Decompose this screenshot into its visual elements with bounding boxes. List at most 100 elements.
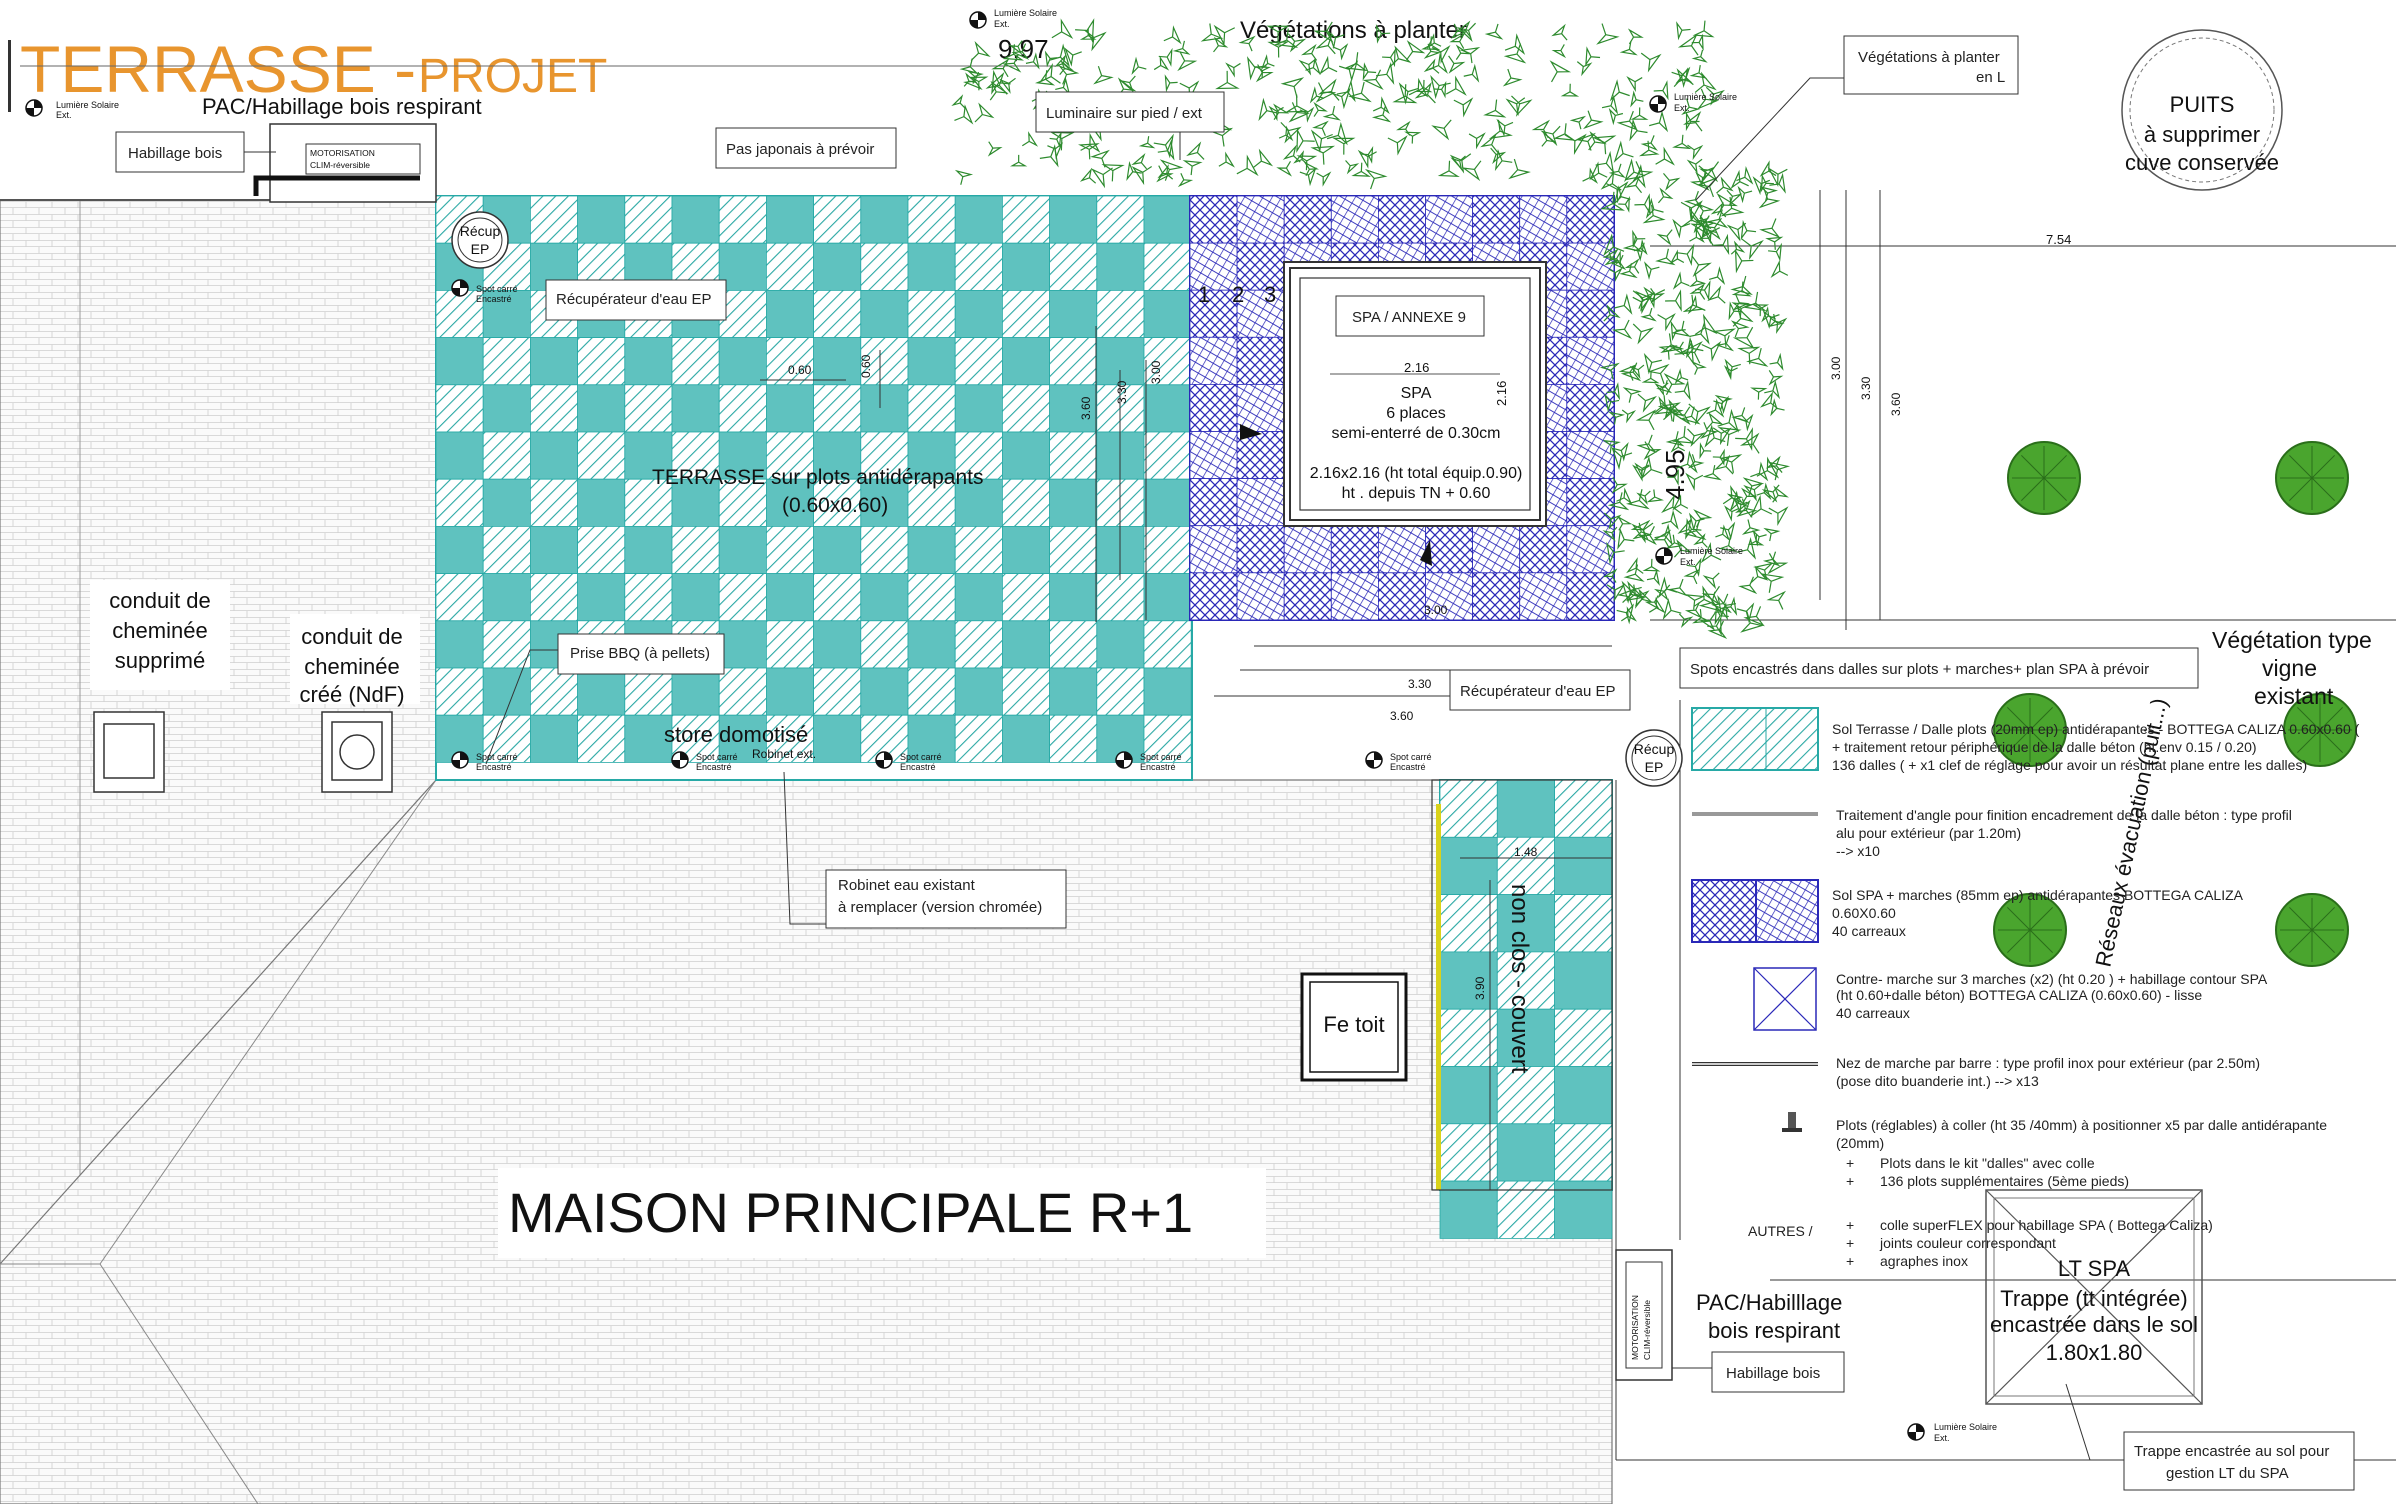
hedge-leaf [1678, 613, 1694, 629]
hedge-leaf [1612, 441, 1629, 462]
hedge-leaf [1601, 94, 1619, 115]
hedge-leaf [1689, 320, 1710, 345]
hedge-leaf [1434, 80, 1447, 99]
floor-tile [624, 526, 673, 575]
floor-tile [1566, 525, 1615, 574]
hedge-leaf [1715, 524, 1731, 542]
motorisation-top-2: CLIM-réversible [310, 160, 370, 170]
hedge-leaf [1700, 217, 1722, 241]
floor-tile [1519, 195, 1568, 244]
floor-tile [907, 667, 956, 716]
hedge-leaf [1585, 46, 1601, 67]
hedge-leaf [1670, 320, 1691, 337]
hedge-leaf [1371, 106, 1392, 123]
hedge-leaf [1640, 135, 1658, 151]
floor-tile [1096, 289, 1145, 338]
floor-tile [1049, 384, 1098, 433]
spa-label-4: 2.16x2.16 (ht total équip.0.90) [1310, 465, 1523, 482]
motorisation-top-1: MOTORISATION [310, 148, 375, 158]
hedge-leaf [1634, 193, 1651, 216]
hedge-leaf [1705, 86, 1725, 106]
hedge-leaf [1213, 24, 1235, 47]
floor-tile [577, 714, 626, 763]
hedge-leaf [1722, 484, 1744, 505]
floor-tile [1049, 573, 1098, 622]
floor-tile [530, 478, 579, 527]
spot-3-b: Encastré [696, 762, 732, 772]
hedge-leaf [1624, 174, 1643, 194]
legend-sol-terrasse-1: Sol Terrasse / Dalle plots (20mm ep) ant… [1832, 721, 2360, 737]
floor-tile [954, 195, 1003, 244]
lt-spa-4: 1.80x1.80 [2046, 1340, 2143, 1365]
hedge-leaf [1156, 165, 1174, 183]
floor-tile [577, 667, 626, 716]
hedge-leaf [1737, 185, 1753, 204]
hedge-leaf [1734, 248, 1754, 274]
hedge-leaf [1730, 169, 1749, 190]
floor-tile [1496, 1066, 1556, 1125]
floor-tile [1236, 242, 1285, 291]
floor-tile [482, 573, 531, 622]
hedge-leaf [1749, 494, 1773, 518]
hedge-leaf [1692, 20, 1715, 38]
lamp-hedge-2-1: Lumière Solaire [1680, 546, 1743, 556]
floor-tile [1566, 336, 1615, 385]
floor-tile [1002, 242, 1051, 291]
hedge-leaf [1002, 54, 1022, 73]
hedge-leaf [1640, 52, 1662, 73]
legend-plus-4: + [1846, 1235, 1854, 1251]
floor-tile [1002, 620, 1051, 669]
legend-contre-marche-2: (ht 0.60+dalle béton) BOTTEGA CALIZA (0.… [1836, 987, 2202, 1003]
hedge-leaf [1609, 79, 1630, 102]
hedge-leaf [1225, 62, 1241, 78]
spa-label-2: 6 places [1386, 405, 1446, 422]
lamp-title: Lumière Solaire Ext. [25, 99, 119, 120]
hedge-leaf [1611, 477, 1628, 494]
floor-tile [1143, 195, 1192, 244]
hedge-leaf [1080, 132, 1101, 153]
hedge-vegetation [951, 18, 1791, 639]
hedge-leaf [1576, 61, 1593, 77]
hedge-leaf [1685, 111, 1700, 132]
hedge-leaf [1332, 137, 1356, 155]
hedge-leaf [1604, 393, 1620, 413]
legend [1691, 707, 1819, 1132]
hedge-leaf [1692, 608, 1712, 624]
hedge-leaf [1762, 551, 1781, 567]
hedge-leaf [1710, 593, 1732, 614]
hedge-leaf [1646, 569, 1660, 586]
floor-tile [435, 667, 484, 716]
fe-toit-label: Fe toit [1323, 1012, 1384, 1037]
hedge-leaf [1636, 490, 1651, 505]
hedge-leaf [1646, 489, 1664, 503]
hedge-leaf [1011, 43, 1030, 60]
hedge-leaf [1603, 304, 1621, 322]
floor-tile [1439, 779, 1498, 838]
hedge-leaf [1287, 33, 1307, 53]
hedge-leaf [1742, 291, 1767, 312]
hedge-leaf [1258, 97, 1278, 122]
hedge-leaf [1768, 506, 1789, 526]
hedge-leaf [1595, 150, 1615, 174]
floor-tile [1143, 478, 1192, 527]
floor-tile [1096, 667, 1145, 716]
hedge-leaf [1693, 533, 1708, 548]
hedge-leaf [1607, 492, 1630, 511]
hedge-leaf [1119, 75, 1136, 93]
callout-robinet-2: à remplacer (version chromée) [838, 899, 1042, 916]
hedge-leaf [1632, 464, 1650, 482]
floor-tile [954, 573, 1003, 622]
hedge-leaf [1079, 167, 1097, 184]
lamp-hedge-2-2: Ext. [1680, 557, 1696, 567]
floor-tile [1566, 431, 1615, 479]
hedge-leaf [1665, 534, 1685, 549]
floor-tile [860, 384, 909, 433]
conduit-cree-2: cheminée [304, 654, 399, 679]
hedge-leaf [1603, 233, 1625, 257]
floor-tile [1554, 951, 1613, 1010]
legend-plots-item-1: Plots dans le kit "dalles" avec colle [1880, 1155, 2095, 1171]
hedge-leaf [1736, 537, 1757, 560]
hedge-leaf [1706, 411, 1724, 430]
floor-tile [1425, 525, 1473, 574]
hedge-leaf [1310, 129, 1333, 153]
